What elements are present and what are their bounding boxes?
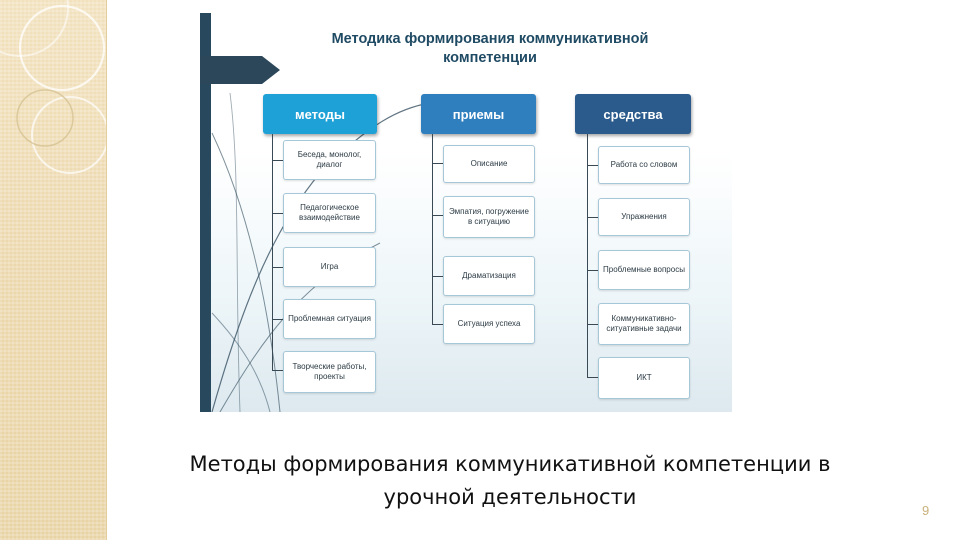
method-item: Беседа, монолог, диалог xyxy=(283,140,376,180)
caption-line1: Методы формирования коммуникативной комп… xyxy=(189,452,831,476)
connector-line xyxy=(432,215,443,216)
connector-line xyxy=(272,370,283,371)
decorative-curves xyxy=(211,92,431,412)
method-item: Проблемная ситуация xyxy=(283,299,376,339)
technique-item: Драматизация xyxy=(443,256,535,296)
connector-line xyxy=(432,134,433,324)
means-item: Упражнения xyxy=(598,198,690,236)
header-methods: методы xyxy=(263,94,377,134)
technique-item: Эмпатия, погружение в ситуацию xyxy=(443,196,535,238)
method-item: Педагогическое взаимодействие xyxy=(283,193,376,233)
decorative-rings xyxy=(0,0,106,174)
technique-item: Описание xyxy=(443,145,535,183)
diagram-side-bar xyxy=(200,13,211,412)
connector-line xyxy=(432,276,443,277)
header-techniques: приемы xyxy=(421,94,536,134)
connector-line xyxy=(272,267,283,268)
page-number: 9 xyxy=(922,503,930,518)
means-item: Коммуникативно-ситуативные задачи xyxy=(598,303,690,345)
slide-caption: Методы формирования коммуникативной комп… xyxy=(150,448,870,514)
diagram-title-line1: Методика формирования коммуникативной xyxy=(331,31,649,47)
means-item: ИКТ xyxy=(598,357,690,399)
caption-line2: урочной деятельности xyxy=(383,485,637,509)
connector-line xyxy=(587,270,598,271)
method-item: Игра xyxy=(283,247,376,287)
connector-line xyxy=(432,163,443,164)
means-item: Проблемные вопросы xyxy=(598,250,690,290)
method-item: Творческие работы, проекты xyxy=(283,351,376,393)
connector-line xyxy=(272,134,273,370)
connector-line xyxy=(272,319,283,320)
connector-line xyxy=(432,324,443,325)
technique-item: Ситуация успеха xyxy=(443,304,535,344)
decorative-side-panel xyxy=(0,0,107,540)
connector-line xyxy=(587,217,598,218)
diagram-title: Методика формирования коммуникативной ко… xyxy=(290,30,690,68)
means-item: Работа со словом xyxy=(598,146,690,184)
connector-line xyxy=(587,324,598,325)
connector-line xyxy=(587,134,588,378)
header-means: средства xyxy=(575,94,691,134)
connector-line xyxy=(272,213,283,214)
connector-line xyxy=(587,165,598,166)
arrow-shape-icon xyxy=(200,56,280,84)
diagram-image: Методика формирования коммуникативной ко… xyxy=(200,13,732,412)
connector-line xyxy=(587,377,598,378)
diagram-title-line2: компетенции xyxy=(443,50,537,66)
connector-line xyxy=(272,160,283,161)
